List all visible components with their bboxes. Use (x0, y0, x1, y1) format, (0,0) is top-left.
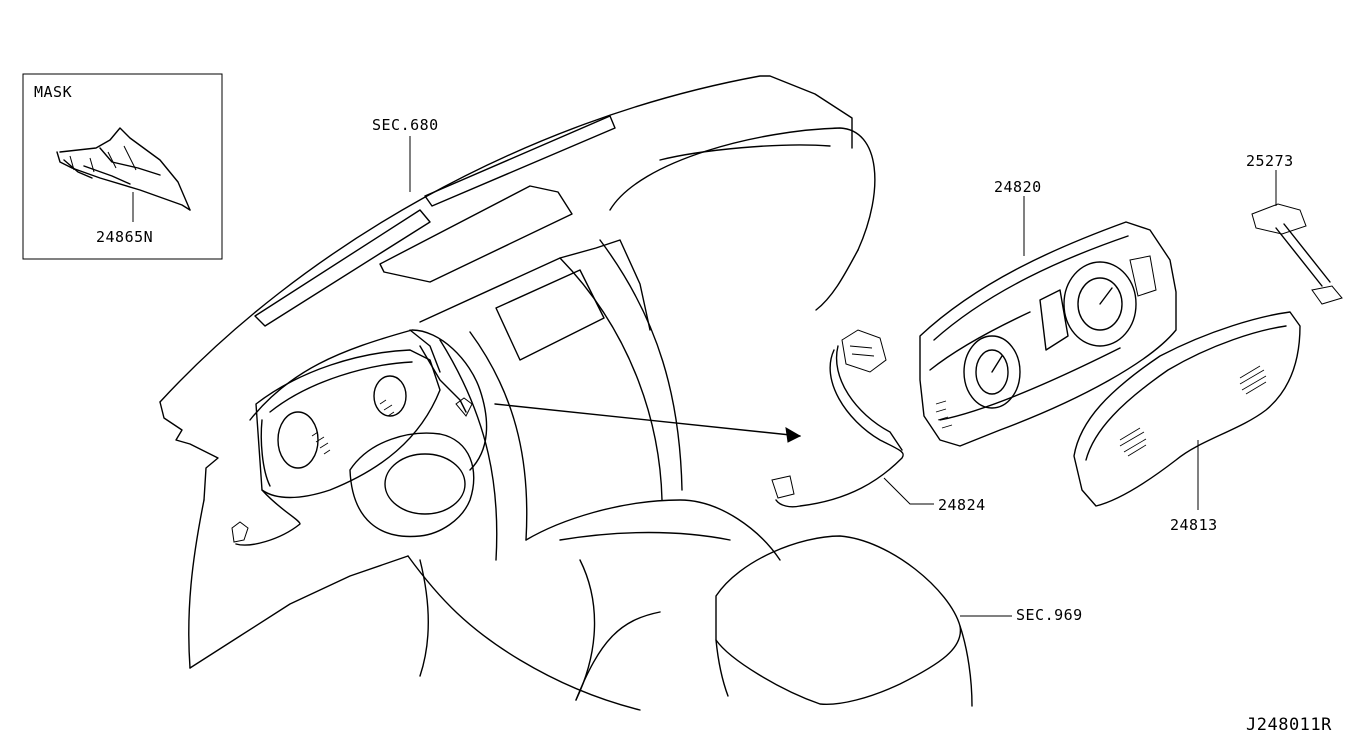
leader-24824 (883, 477, 934, 505)
part-24820-combination-meter: 24820 (919, 178, 1177, 447)
installed-meter-cluster (231, 345, 473, 546)
explode-arrow (494, 403, 802, 443)
mask-part-drawing (56, 127, 191, 211)
mask-inset-frame (22, 73, 223, 260)
mask-part-number: 24865N (96, 228, 153, 246)
label-sec-680: SEC.680 (372, 116, 439, 134)
dashboard-outline (159, 75, 876, 711)
callout-sec-969: SEC.969 (715, 535, 1083, 707)
part-24813-lens: 24813 (1073, 311, 1301, 534)
diagram-id: J248011R (1246, 715, 1332, 735)
part-25273-switch: 25273 (1246, 152, 1343, 305)
callout-sec-680: SEC.680 (372, 116, 439, 192)
part-24824-harness: 24824 (771, 329, 986, 514)
label-24820: 24820 (994, 178, 1042, 196)
label-25273: 25273 (1246, 152, 1294, 170)
label-sec-969: SEC.969 (1016, 606, 1083, 624)
mask-inset-title: MASK (34, 83, 72, 101)
label-24824: 24824 (938, 496, 986, 514)
mask-inset: MASK 24865N (22, 73, 223, 260)
label-24813: 24813 (1170, 516, 1218, 534)
